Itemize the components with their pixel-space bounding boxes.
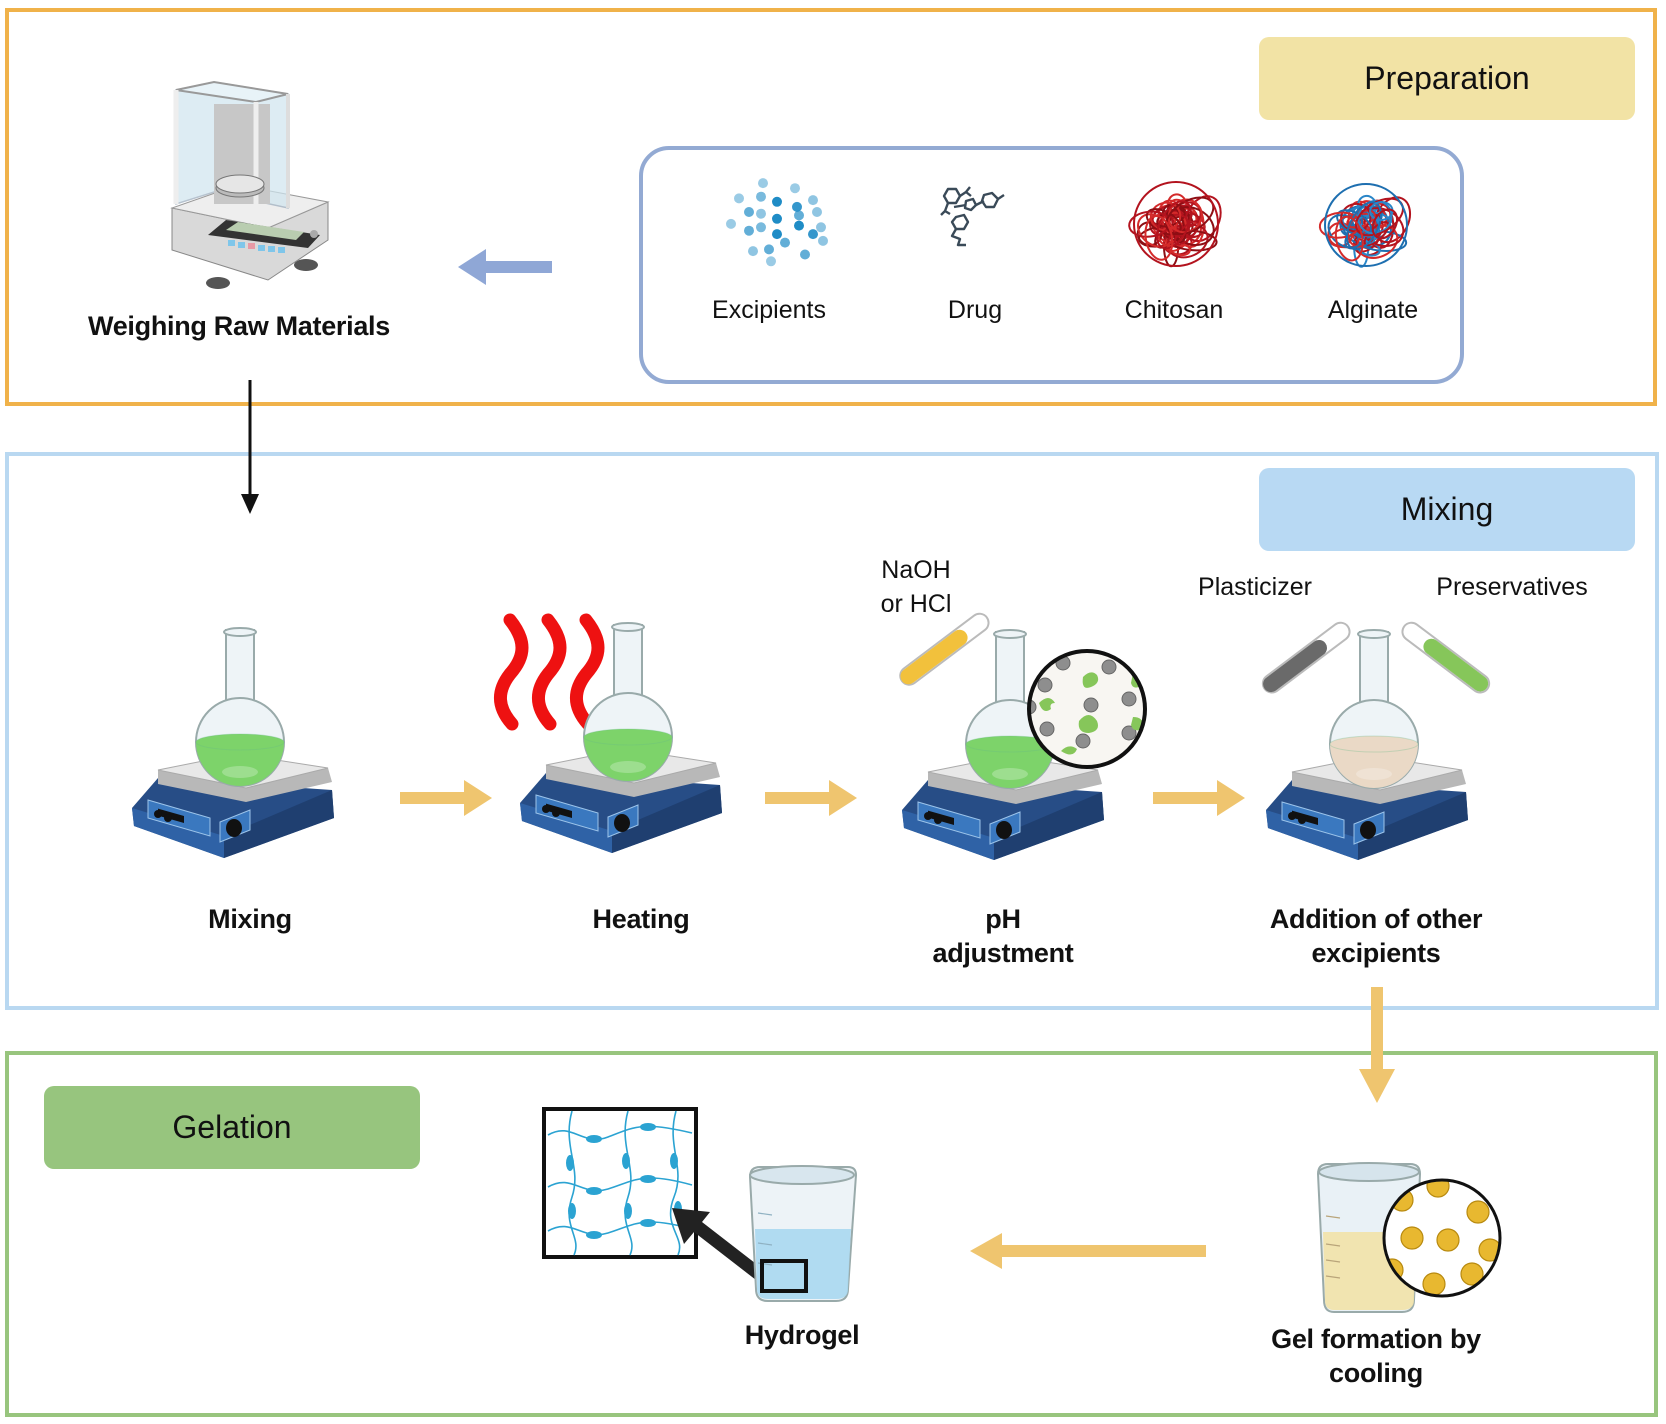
beaker-gel-droplets-icon [1316, 1162, 1502, 1313]
excipient-dot [816, 222, 826, 233]
excipient-dot [818, 235, 828, 246]
excipient-dot [772, 196, 782, 207]
gelation-section-frame [5, 1051, 1658, 1417]
preparation-label-text: Preparation [1364, 60, 1530, 96]
mixing-label-text: Mixing [1400, 491, 1494, 527]
polymer-outline [1133, 181, 1219, 267]
analytical-balance-icon [170, 80, 330, 289]
ph-label-line-2: adjustment [932, 938, 1074, 968]
preparation-section-frame [5, 8, 1657, 406]
step-label-gel-formation: Gel formation by cooling [1271, 1322, 1481, 1390]
excipient-dot [766, 256, 776, 267]
material-label-drug: Drug [947, 296, 1003, 324]
red-blue-polymer-ball-icon [1318, 182, 1412, 268]
material-label-excipients: Excipients [712, 296, 826, 324]
heated-flask-icon [516, 622, 726, 860]
yellow-test-tube-icon [899, 612, 990, 686]
raw-materials-box [639, 146, 1464, 384]
flow-arrow-right-icon [765, 780, 857, 816]
magnifier-particles-icon [1027, 649, 1147, 769]
gelation-label-text: Gelation [172, 1109, 292, 1145]
polymer-coil [1334, 215, 1364, 262]
connector-arrow-down-icon [241, 380, 259, 514]
hot-plate-drawing [1266, 629, 1468, 860]
reagent-line-1: NaOH [881, 556, 951, 584]
polymer-coil [1371, 208, 1399, 240]
hot-plate-drawing [520, 622, 722, 853]
hot-plate-drawing [902, 629, 1104, 860]
excipient-dot [780, 237, 790, 248]
excipient-dot [744, 225, 754, 236]
polymer-outline [1324, 183, 1408, 267]
step-label-ph-adjustment: pH adjustment [932, 902, 1073, 970]
excipient-dot [792, 201, 802, 212]
dots-cluster-icon [726, 178, 828, 267]
material-label-alginate: Alginate [1327, 296, 1419, 324]
excipient-dot [758, 178, 768, 189]
polymer-network-icon [542, 1107, 698, 1259]
excipient-dot [726, 218, 736, 229]
red-polymer-ball-icon [1128, 180, 1222, 268]
excipient-dot [808, 195, 818, 206]
polymer-coil [1144, 215, 1174, 261]
ph-label-line-1: pH [985, 904, 1021, 934]
step-label-mixing: Mixing [208, 904, 292, 934]
preparation-section-label: Preparation [1259, 37, 1635, 120]
additive-label-preservatives: Preservatives [1436, 573, 1588, 601]
gray-test-tube-icon [1261, 621, 1351, 694]
gelation-section-label: Gelation [44, 1086, 420, 1169]
zoom-arrow-icon [672, 1208, 764, 1280]
excipient-dot [808, 229, 818, 240]
flow-arrow-down-icon [1359, 987, 1395, 1103]
molecule-icon [940, 186, 1005, 247]
step-label-weighing: Weighing Raw Materials [88, 311, 390, 341]
excipient-dot [734, 193, 744, 204]
excipient-dot [744, 207, 754, 217]
flask-two-tubes-icon [1262, 629, 1472, 867]
step-label-heating: Heating [592, 904, 690, 934]
excipient-dot [794, 210, 804, 221]
excipient-dot [772, 213, 782, 224]
gel-label-line-1: Gel formation by [1271, 1324, 1481, 1354]
step-label-addition: Addition of other excipients [1269, 902, 1483, 970]
excipient-dot [800, 249, 810, 260]
flow-arrow-right-icon [400, 780, 492, 816]
mixing-section-label: Mixing [1259, 468, 1635, 551]
green-test-tube-icon [1401, 621, 1491, 694]
excipient-dot [748, 246, 758, 257]
excipient-dot [764, 244, 774, 255]
prep-arrow-left-icon [458, 249, 552, 285]
excipient-dot [756, 191, 766, 202]
material-label-chitosan: Chitosan [1124, 296, 1224, 324]
additive-label-plasticizer: Plasticizer [1198, 573, 1312, 601]
flow-arrow-left-icon [970, 1233, 1206, 1269]
reagent-line-2: or HCl [880, 590, 952, 618]
reagent-label: NaOH or HCl [881, 553, 952, 621]
excipient-dot [790, 183, 800, 194]
flask-magnifier-icon [898, 629, 1108, 867]
mixing-section-frame [5, 452, 1659, 1010]
excipient-dot [812, 207, 822, 217]
addition-label-line-2: excipients [1311, 938, 1441, 968]
step-label-hydrogel: Hydrogel [744, 1320, 860, 1350]
polymer-coil [1156, 208, 1186, 228]
hot-plate-flask-icon [128, 627, 338, 865]
addition-label-line-1: Addition of other [1269, 904, 1483, 934]
hot-plate-drawing [132, 627, 334, 858]
flow-arrow-right-icon [1153, 780, 1245, 816]
excipient-dot [756, 222, 766, 233]
excipient-dot [794, 220, 804, 231]
gel-label-line-2: cooling [1329, 1358, 1423, 1388]
heat-waves-icon [494, 613, 605, 731]
excipient-dot [756, 208, 766, 219]
beaker-network-icon [748, 1165, 858, 1302]
excipient-dot [772, 229, 782, 240]
